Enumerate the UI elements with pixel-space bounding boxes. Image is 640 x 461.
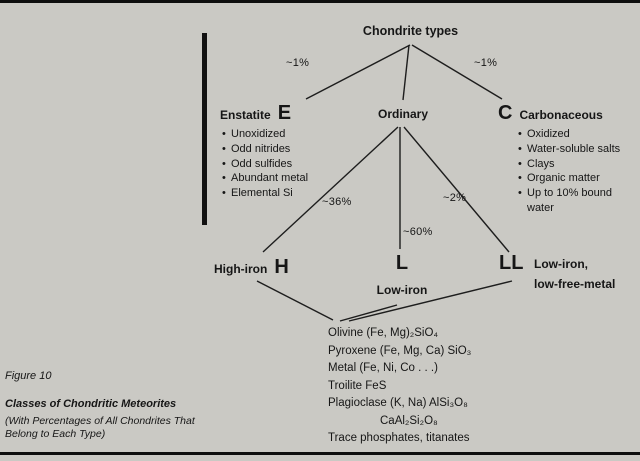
branch-label-ll-pct: ~2%	[443, 192, 467, 204]
node-high-iron: High-iron H	[214, 257, 289, 277]
high-iron-letter: H	[274, 256, 289, 278]
trait-item: Oxidized	[518, 127, 622, 142]
low-iron-letter: L	[395, 252, 409, 274]
branch-label-enstatite-pct: ~1%	[286, 57, 310, 69]
carbonaceous-name: Carbonaceous	[519, 108, 603, 122]
carbonaceous-trait-list: Oxidized Water-soluble salts Clays Organ…	[518, 127, 622, 216]
node-ordinary: Ordinary	[377, 107, 428, 121]
node-enstatite: Enstatite E	[220, 103, 291, 123]
trait-item: Organic matter	[518, 171, 622, 186]
node-carbonaceous: C Carbonaceous	[498, 103, 603, 123]
trait-item: Water-soluble salts	[518, 142, 622, 157]
mineral-item: Pyroxene (Fe, Mg, Ca) SiO₃	[328, 344, 472, 357]
mineral-item: Metal (Fe, Ni, Co . . .)	[328, 362, 438, 374]
enstatite-trait-list: Unoxidized Odd nitrides Odd sulfides Abu…	[222, 127, 318, 201]
scan-bottom-edge	[0, 452, 640, 455]
trait-item: Up to 10% bound water	[518, 186, 622, 216]
mineral-item: Olivine (Fe, Mg)₂SiO₄	[328, 327, 439, 339]
mineral-item: Plagioclase (K, Na) AlSi₃O₈	[328, 397, 468, 409]
trait-item: Odd nitrides	[222, 142, 318, 157]
ll-name-line2: low-free-metal	[534, 277, 616, 291]
branch-label-carbonaceous-pct: ~1%	[474, 57, 498, 69]
mineral-composition-list: Olivine (Fe, Mg)₂SiO₄ Pyroxene (Fe, Mg, …	[328, 325, 471, 448]
figure-caption-subtitle-line1: (With Percentages of All Chondrites That	[5, 415, 195, 427]
low-iron-name: Low-iron	[376, 283, 428, 297]
enstatite-letter: E	[277, 102, 292, 124]
mineral-item: Troilite FeS	[328, 379, 387, 392]
trait-item: Elemental Si	[222, 186, 318, 201]
root-node-chondrite-types: Chondrite types	[362, 24, 459, 38]
figure-number: Figure 10	[5, 370, 52, 382]
enstatite-name: Enstatite	[220, 108, 271, 122]
branch-label-low-iron-pct: ~60%	[403, 226, 433, 238]
branch-label-high-iron-pct: ~36%	[322, 196, 352, 208]
mineral-item: CaAl₂Si₂O₈	[380, 414, 438, 427]
carbonaceous-letter: C	[498, 102, 513, 124]
ll-letter: LL	[499, 252, 524, 274]
mineral-item: Trace phosphates, titanates	[328, 432, 470, 444]
scan-top-edge	[0, 0, 640, 3]
figure-caption-subtitle-line2: Belong to Each Type)	[5, 428, 106, 440]
ll-name-line1: Low-iron,	[534, 257, 588, 271]
high-iron-name: High-iron	[214, 262, 268, 276]
trait-item: Unoxidized	[222, 127, 318, 142]
trait-item: Abundant metal	[222, 171, 318, 186]
trait-item: Clays	[518, 157, 622, 172]
trait-item: Odd sulfides	[222, 157, 318, 172]
left-margin-bar	[202, 33, 207, 225]
figure-caption-title: Classes of Chondritic Meteorites	[5, 398, 177, 410]
